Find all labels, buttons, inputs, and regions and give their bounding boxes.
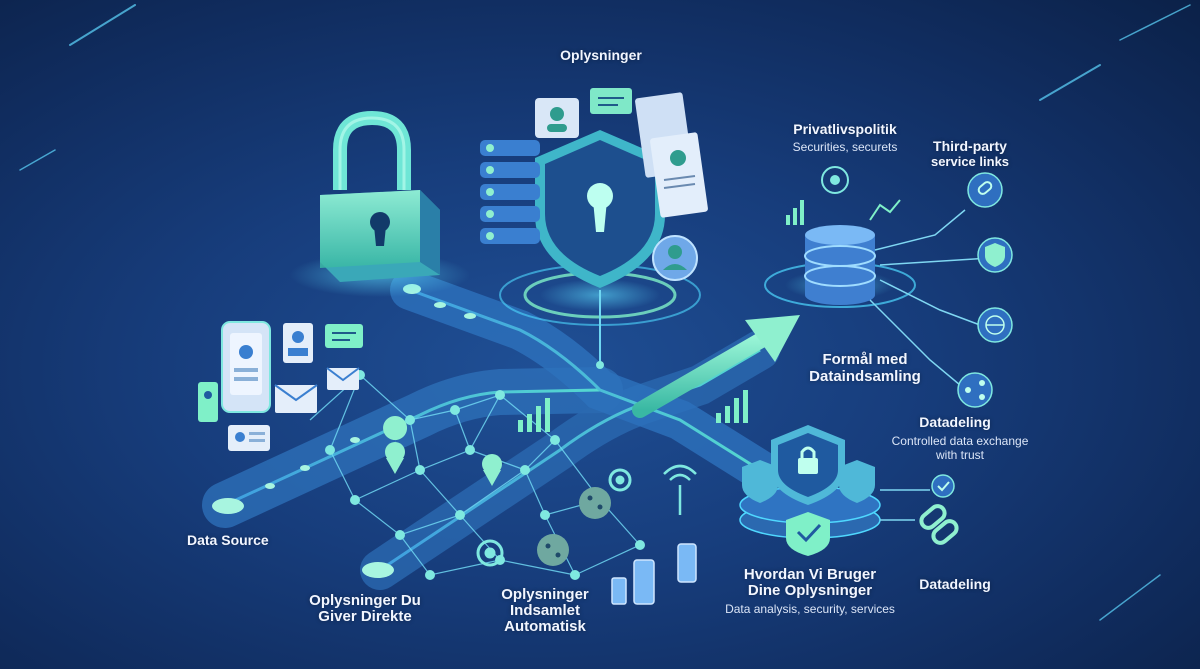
- shield-keyhole-icon: [499, 130, 701, 369]
- mail-icon: [274, 324, 363, 413]
- label-automatisk-2: Indsamlet: [509, 602, 581, 619]
- label-datadeling-top: Datadeling: [919, 414, 991, 430]
- label-third-party-1: Third-party: [933, 138, 1007, 154]
- phone-icon: [221, 321, 271, 413]
- label-formaal-1: Formål med: [822, 351, 908, 368]
- label-automatisk-3: Automatisk: [504, 618, 586, 635]
- label-direkte-1: Oplysninger Du: [309, 592, 421, 609]
- label-privatlivspolitik-sub: Securities, securets: [792, 140, 898, 154]
- link-icon: [967, 172, 1003, 208]
- avatar-icon: [652, 235, 698, 281]
- mobile-devices: [611, 543, 697, 605]
- database-icon: [764, 225, 916, 308]
- label-hvordan-sub: Data analysis, security, services: [725, 602, 895, 616]
- label-direkte-2: Giver Direkte: [318, 608, 412, 625]
- id-card-icon: [198, 323, 313, 451]
- chain-link-icon: [880, 504, 959, 545]
- light-streaks: [19, 4, 1191, 621]
- share-icon: [957, 372, 993, 408]
- label-hvordan-2: Dine Oplysninger: [747, 582, 873, 599]
- settings-gears: [476, 468, 632, 567]
- label-datadeling-top-sub-1: Controlled data exchange: [891, 434, 1029, 448]
- label-datadeling-bottom: Datadeling: [919, 576, 991, 592]
- globe-icon: [977, 307, 1013, 343]
- connector-lines: [869, 209, 991, 386]
- label-hvordan-1: Hvordan Vi Bruger: [743, 566, 877, 583]
- chart-icon: [786, 199, 901, 225]
- label-data-source: Data Source: [187, 532, 269, 548]
- padlock-icon: [290, 110, 470, 297]
- road-nodes: [212, 284, 476, 578]
- document-icon: [635, 92, 708, 218]
- label-automatisk-1: Oplysninger: [501, 586, 589, 603]
- location-pin-icon: [383, 416, 502, 486]
- label-oplysninger: Oplysninger: [560, 47, 642, 63]
- wifi-icon: [663, 464, 697, 515]
- label-third-party-2: service links: [930, 154, 1010, 169]
- check-shield-icon: [977, 237, 1013, 273]
- label-datadeling-top-sub-2: with trust: [935, 448, 984, 462]
- arrow-icon: [632, 315, 800, 418]
- check-icon: [880, 474, 955, 498]
- label-formaal-2: Dataindsamling: [809, 368, 921, 385]
- user-icon: [535, 98, 579, 138]
- bar-graph-icon: [518, 390, 748, 432]
- label-privatlivspolitik: Privatlivspolitik: [793, 121, 897, 137]
- cookie-icon: [537, 487, 611, 566]
- data-list-panel: [480, 140, 540, 244]
- security-shields: [739, 425, 881, 556]
- gear-icon: [821, 166, 849, 194]
- chat-icon: [590, 88, 632, 114]
